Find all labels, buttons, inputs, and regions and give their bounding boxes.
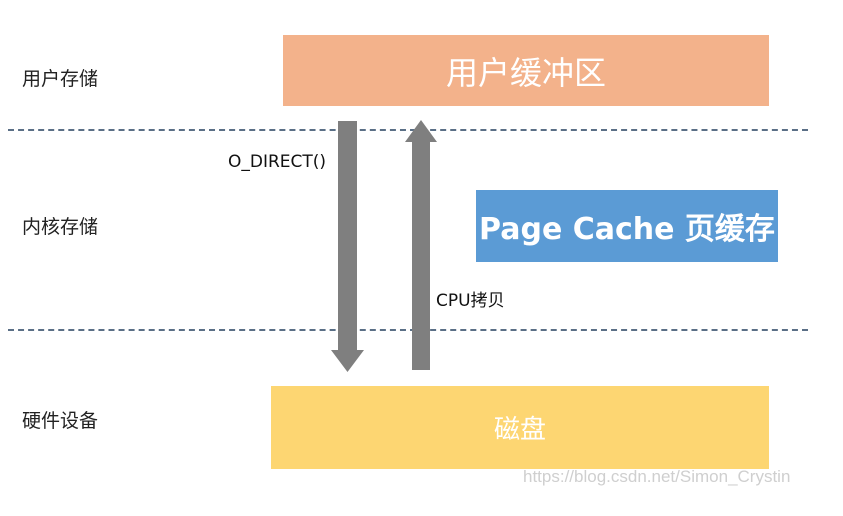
page-cache-block: Page Cache 页缓存: [476, 190, 778, 262]
watermark-text: https://blog.csdn.net/Simon_Crystin: [523, 467, 791, 486]
kernel-hardware-divider: [8, 329, 808, 331]
user-buffer-block: 用户缓冲区: [283, 35, 769, 106]
user-buffer-label: 用户缓冲区: [445, 53, 606, 92]
o-direct-label: O_DIRECT(): [228, 152, 327, 172]
cpu-copy-label: CPU拷贝: [436, 291, 505, 311]
page-cache-label: Page Cache 页缓存: [479, 212, 775, 247]
layer-label-user-storage: 用户存储: [22, 68, 99, 90]
layer-label-kernel-storage: 内核存储: [22, 216, 99, 238]
layer-label-hardware-device: 硬件设备: [22, 410, 99, 432]
disk-label: 磁盘: [493, 415, 546, 445]
up-arrow-icon: [405, 120, 437, 370]
down-arrow-icon: [331, 121, 364, 372]
user-kernel-divider: [8, 129, 808, 131]
disk-block: 磁盘: [271, 386, 769, 469]
